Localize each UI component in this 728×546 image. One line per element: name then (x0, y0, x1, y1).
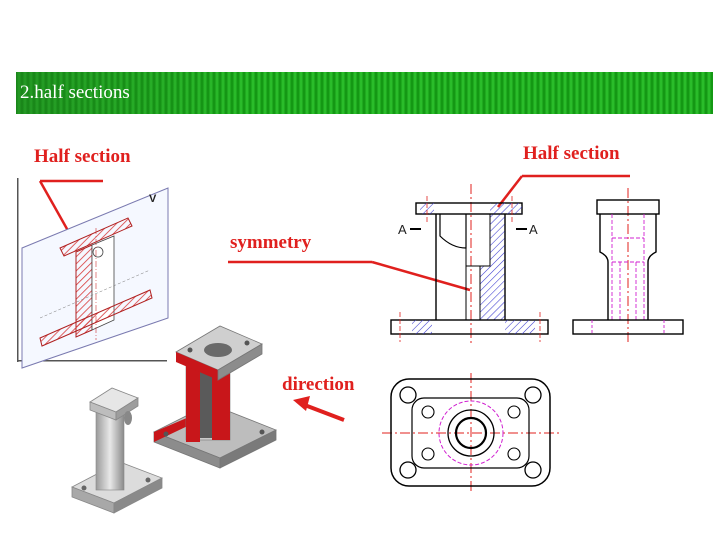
solid-model-half-section (153, 325, 277, 469)
section-title: 2.half sections (20, 82, 130, 103)
banner-fade (16, 72, 246, 114)
solid-model-gray (71, 387, 163, 514)
pointer-half-section-right (497, 174, 630, 208)
top-view (382, 373, 560, 494)
oblique-section-view: V (17, 178, 169, 369)
view-letter: V (149, 193, 157, 205)
section-letter-a: A (398, 222, 407, 237)
label-symmetry: symmetry (230, 232, 312, 253)
front-half-section-view: A A (390, 184, 549, 345)
label-half-section-left: Half section (34, 146, 131, 167)
label-half-section-right: Half section (523, 143, 620, 164)
pointer-symmetry (228, 260, 471, 292)
section-letter-b: A (529, 222, 538, 237)
label-direction: direction (282, 374, 355, 395)
side-view (572, 188, 684, 345)
direction-arrow (293, 396, 345, 422)
section-title-banner: 2.half sections (16, 72, 713, 114)
